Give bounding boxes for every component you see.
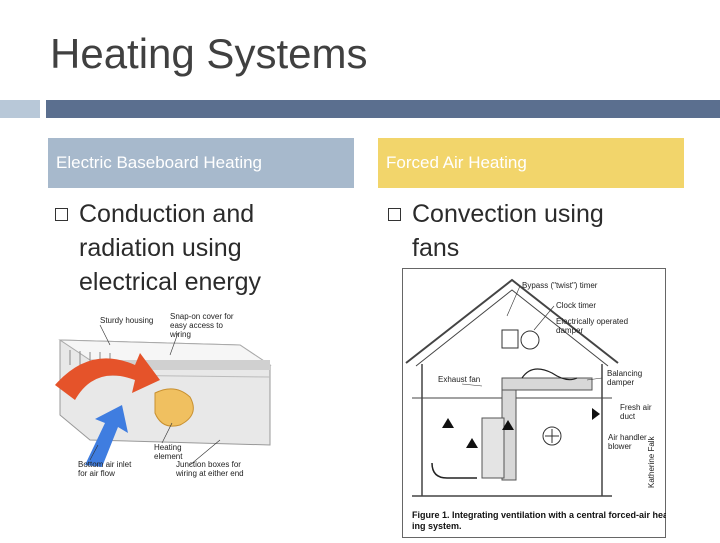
left-bullet-line-3: electrical energy [79,268,262,296]
square-bullet-icon [55,208,68,221]
forced-air-house-diagram: Bypass ("twist") timer Clock timer Elect… [402,268,674,538]
title-rule-accent [0,100,40,118]
label-fresh-air-1: Fresh air [620,403,652,412]
title-rule-bar [46,100,720,118]
slide-title: Heating Systems [50,30,368,77]
label-damper-2: damper [556,326,583,335]
label-snap-on-1: Snap-on cover for [170,312,234,321]
label-sturdy-housing: Sturdy housing [100,316,153,325]
right-bullet-line-1: Convection using [412,200,604,228]
label-bypass-timer: Bypass ("twist") timer [522,281,598,290]
right-column-header: Forced Air Heating [378,138,684,188]
left-bullet-line-2: radiation using [79,234,242,262]
label-junction-2: wiring at either end [175,469,244,478]
label-fresh-air-2: duct [620,412,636,421]
right-bullet: Convection using fans [388,197,668,265]
label-balancing-2: damper [607,378,634,387]
label-snap-on-2: easy access to [170,321,223,330]
label-exhaust-fan: Exhaust fan [438,375,480,384]
left-bullet: Conduction and radiation using electrica… [55,197,315,299]
square-bullet-icon [388,208,401,221]
label-air-handler-1: Air handler [608,433,647,442]
label-heating-1: Heating [154,443,182,452]
baseboard-heater-illustration: Sturdy housing Snap-on cover for easy ac… [50,305,276,483]
label-snap-on-3: wiring [169,330,191,339]
figure-caption-bold: Figure 1. [412,510,450,520]
label-damper-1: Electrically operated [556,317,628,326]
label-clock-timer: Clock timer [556,301,596,310]
figure-caption-line-2: ing system. [412,521,462,531]
right-bullet-line-2: fans [412,234,460,262]
figure-caption-line-1: Integrating ventilation with a central f… [450,510,666,520]
label-air-handler-2: blower [608,442,632,451]
label-heating-2: element [154,452,183,461]
label-inlet-1: Bottom air inlet [78,460,132,469]
svg-text:Figure 1. Integrating ventilat: Figure 1. Integrating ventilation with a… [412,510,666,520]
left-bullet-line-1: Conduction and [79,200,255,228]
left-column-header: Electric Baseboard Heating [48,138,354,188]
label-credit: Katherine Falk [647,435,656,488]
label-balancing-1: Balancing [607,369,642,378]
label-junction-1: Junction boxes for [176,460,241,469]
label-inlet-2: for air flow [78,469,115,478]
